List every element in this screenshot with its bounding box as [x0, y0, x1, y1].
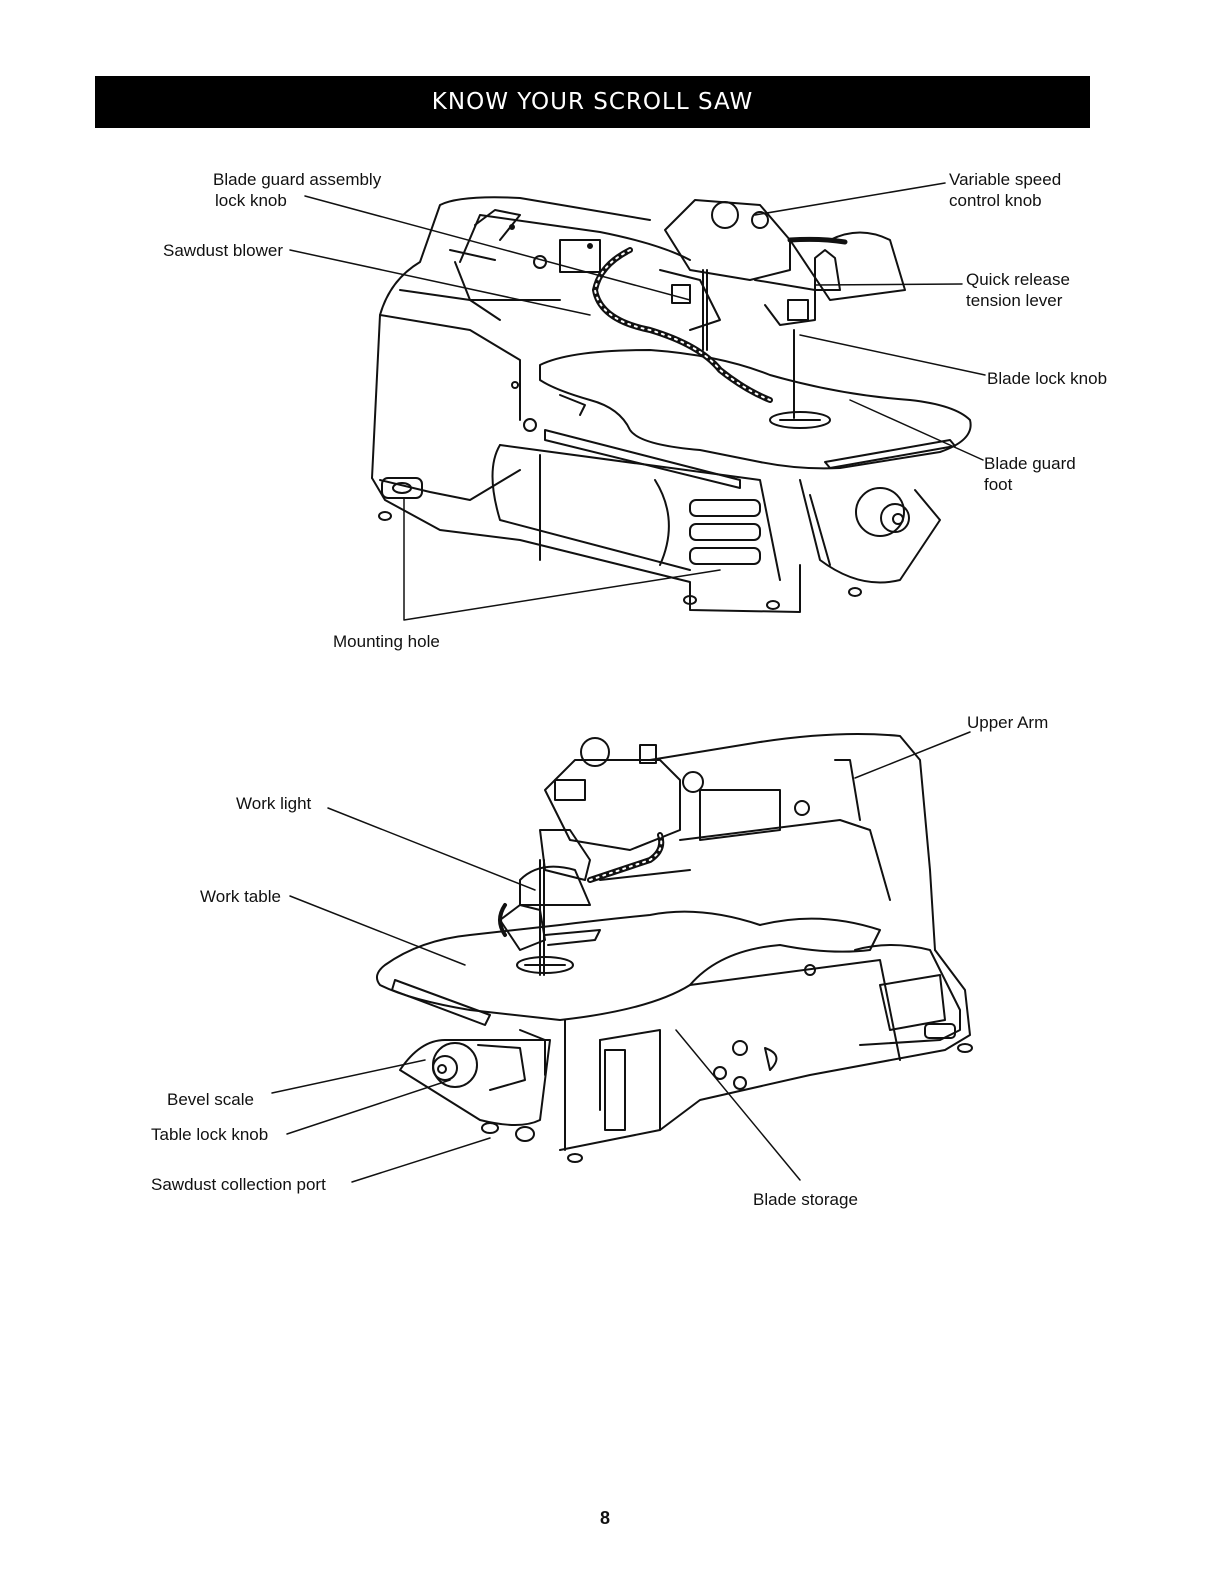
- label-blade-storage: Blade storage: [753, 1190, 858, 1209]
- label-line: Quick release: [966, 270, 1070, 289]
- label-mounting-hole: Mounting hole: [333, 632, 440, 651]
- top-saw-drawing: [371, 196, 972, 613]
- label-table-lock-knob: Table lock knob: [151, 1125, 269, 1144]
- label-sawdust-blower: Sawdust blower: [163, 241, 284, 260]
- label-line: lock knob: [215, 191, 287, 210]
- label-blade-guard-lock: Blade guard assembly lock knob: [213, 169, 381, 211]
- label-upper-arm: Upper Arm: [967, 713, 1049, 732]
- bottom-leader-lines: [271, 731, 971, 1183]
- label-sawdust-port: Sawdust collection port: [151, 1175, 326, 1194]
- label-quick-release: Quick release tension lever: [966, 269, 1070, 311]
- label-variable-speed: Variable speed control knob: [949, 169, 1061, 211]
- bottom-saw-drawing: [375, 733, 973, 1163]
- label-work-table: Work table: [200, 887, 281, 906]
- label-line: control knob: [949, 191, 1042, 210]
- label-line: Blade guard assembly: [213, 170, 382, 189]
- top-leader-lines: [289, 182, 986, 621]
- label-line: Variable speed: [949, 170, 1062, 189]
- page-title-text: KNOW YOUR SCROLL SAW: [431, 89, 754, 115]
- label-blade-guard-foot: Blade guard foot: [984, 453, 1076, 495]
- label-bevel-scale: Bevel scale: [167, 1090, 254, 1109]
- page-number: 8: [599, 1508, 610, 1528]
- label-work-light: Work light: [236, 794, 312, 813]
- label-blade-lock-knob: Blade lock knob: [987, 369, 1108, 388]
- page-title: KNOW YOUR SCROLL SAW: [95, 76, 1090, 128]
- label-line: foot: [984, 475, 1013, 494]
- label-line: tension lever: [966, 291, 1063, 310]
- label-line: Blade guard: [984, 454, 1076, 473]
